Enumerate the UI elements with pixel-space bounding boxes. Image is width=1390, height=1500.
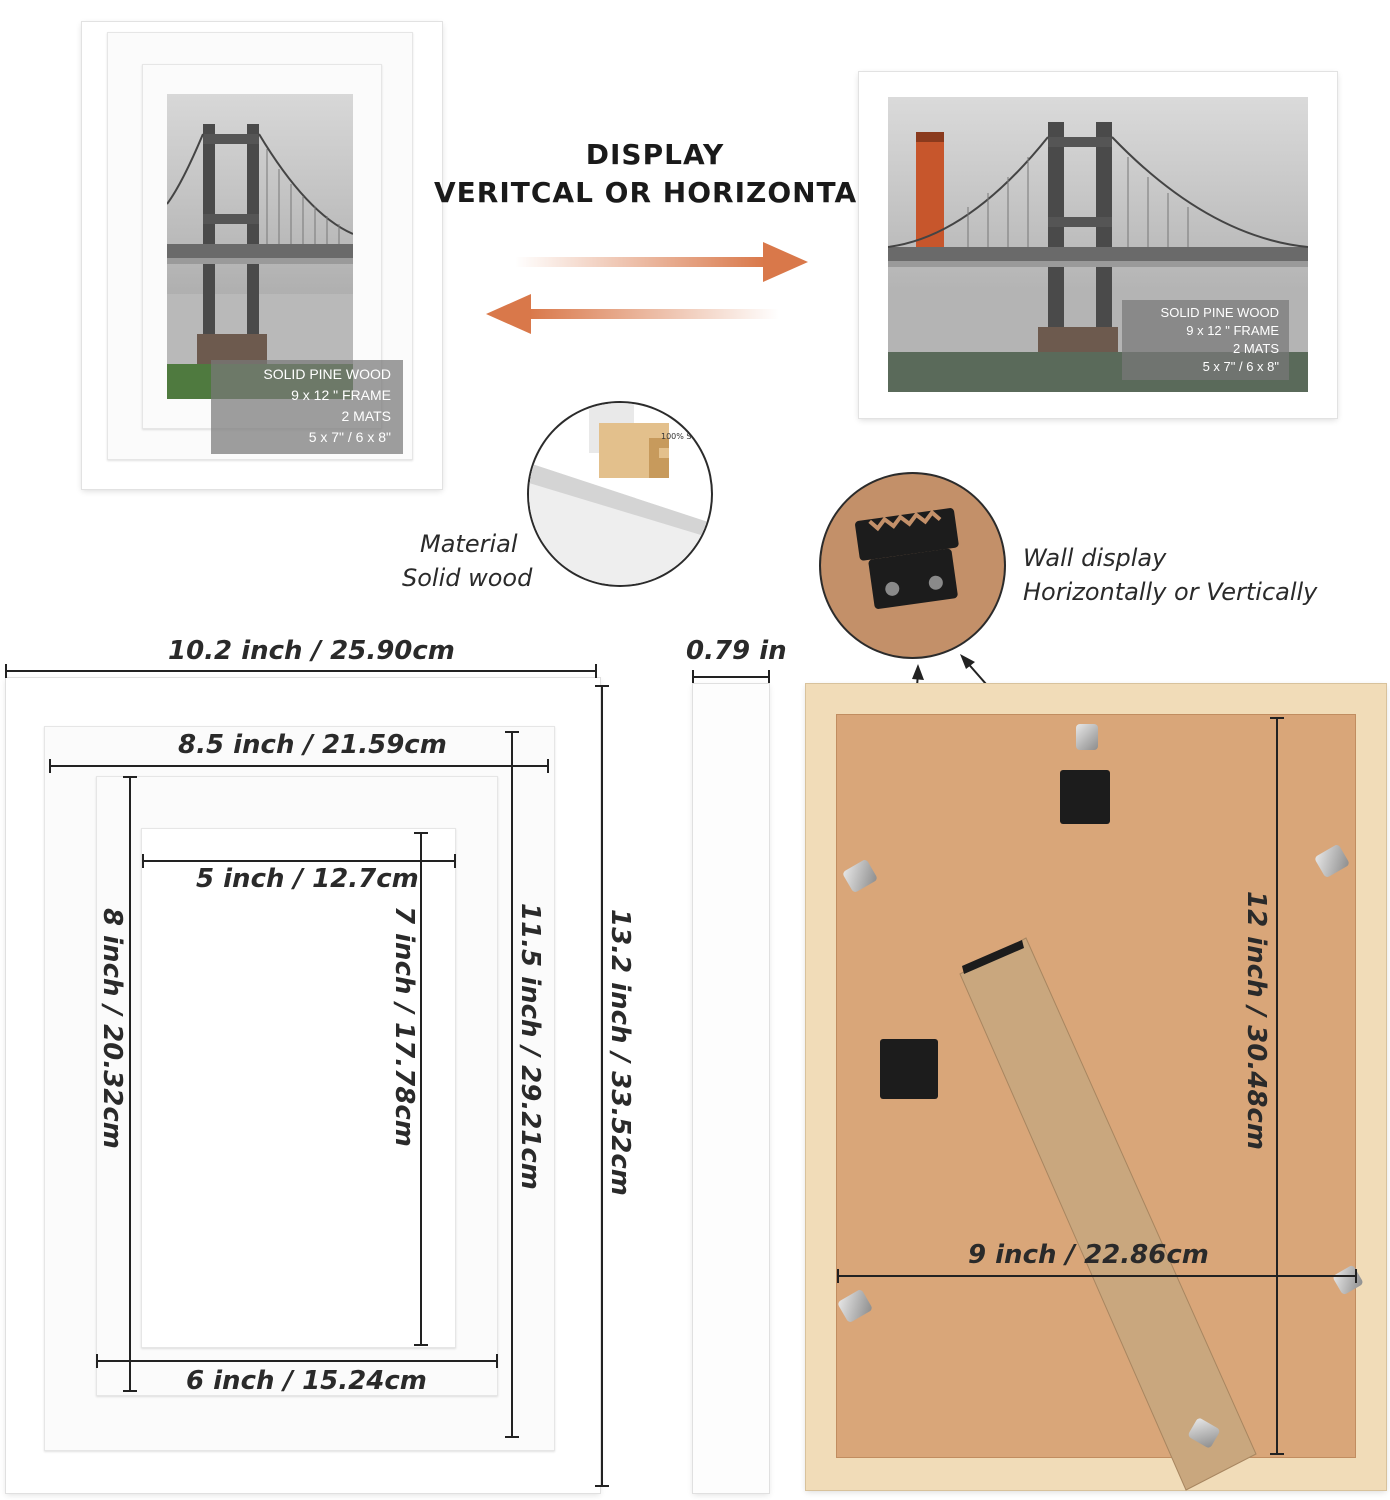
material-closeup: 100% S: [529, 403, 711, 585]
dim-opening-height-label: 7 inch / 17.78cm: [389, 906, 419, 1147]
dim-depth-label: 0.79 in: [686, 636, 787, 666]
overlay-h-line-2: 9 x 12 " FRAME: [1186, 323, 1279, 338]
dim-outer-height-line: [595, 685, 609, 1487]
dim-mat2-width-label: 6 inch / 15.24cm: [186, 1366, 427, 1396]
dim-mat2-height-label: 8 inch / 20.32cm: [97, 908, 127, 1149]
overlay-h-line-3: 2 MATS: [1233, 341, 1279, 356]
dim-depth-line: [692, 670, 770, 684]
dim-mat1-height-label: 11.5 inch / 29.21cm: [515, 903, 545, 1190]
spec-overlay-vertical: SOLID PINE WOOD 9 x 12 " FRAME 2 MATS 5 …: [211, 360, 403, 454]
side-hanger-icon: [880, 1039, 938, 1099]
dim-back-width-label: 9 inch / 22.86cm: [968, 1240, 1209, 1270]
dim-mat2-width-line: [96, 1354, 498, 1368]
dim-outer-width-label: 10.2 inch / 25.90cm: [168, 636, 455, 666]
overlay-line-3: 2 MATS: [341, 408, 391, 424]
back-frame: [806, 684, 1386, 1491]
dim-outer-width-line: [5, 664, 597, 678]
dim-back-height-line: [1270, 717, 1284, 1455]
dim-opening-width-label: 5 inch / 12.7cm: [196, 864, 419, 894]
dim-back-height-label: 12 inch / 30.48cm: [1241, 891, 1271, 1150]
overlay-line-1: SOLID PINE WOOD: [263, 366, 391, 382]
bridge-photo-vertical: [167, 94, 353, 399]
wall-display-desc: Horizontally or Vertically: [1023, 578, 1318, 606]
front-opening: [141, 828, 456, 1348]
arrow-right-icon: [515, 242, 808, 282]
frame-side-profile: [693, 684, 769, 1493]
overlay-h-line-4: 5 x 7" / 6 x 8": [1202, 359, 1279, 374]
material-label: Material: [420, 530, 518, 558]
dim-mat2-height-line: [123, 776, 137, 1392]
easel-stand: [959, 937, 1257, 1491]
display-title: DISPLAY: [585, 138, 725, 171]
material-type: Solid wood: [402, 564, 533, 592]
dim-outer-height-label: 13.2 inch / 33.52cm: [605, 909, 635, 1196]
horizontal-frame: SOLID PINE WOOD 9 x 12 " FRAME 2 MATS 5 …: [859, 72, 1337, 418]
hanger-closeup: [821, 474, 1004, 657]
display-subtitle: VERITCAL OR HORIZONTAL: [434, 176, 876, 209]
dim-mat1-width-line: [49, 759, 549, 773]
dim-mat1-width-label: 8.5 inch / 21.59cm: [178, 730, 447, 760]
wall-display-label: Wall display: [1023, 544, 1167, 572]
top-hanger-icon: [1060, 770, 1110, 824]
overlay-line-4: 5 x 7" / 6 x 8": [308, 429, 391, 445]
dim-back-width-line: [837, 1269, 1357, 1283]
wood-stamp-text: 100% S: [661, 432, 692, 441]
clip-icon: [1076, 724, 1098, 750]
arrow-left-icon: [486, 294, 779, 334]
overlay-line-2: 9 x 12 " FRAME: [291, 387, 391, 403]
dim-opening-height-line: [414, 832, 428, 1346]
spec-overlay-horizontal: SOLID PINE WOOD 9 x 12 " FRAME 2 MATS 5 …: [1122, 300, 1289, 380]
overlay-h-line-1: SOLID PINE WOOD: [1160, 305, 1279, 320]
vertical-frame: SOLID PINE WOOD 9 x 12 " FRAME 2 MATS 5 …: [82, 22, 442, 489]
dim-mat1-height-line: [505, 731, 519, 1438]
dim-opening-width-line: [142, 854, 456, 868]
